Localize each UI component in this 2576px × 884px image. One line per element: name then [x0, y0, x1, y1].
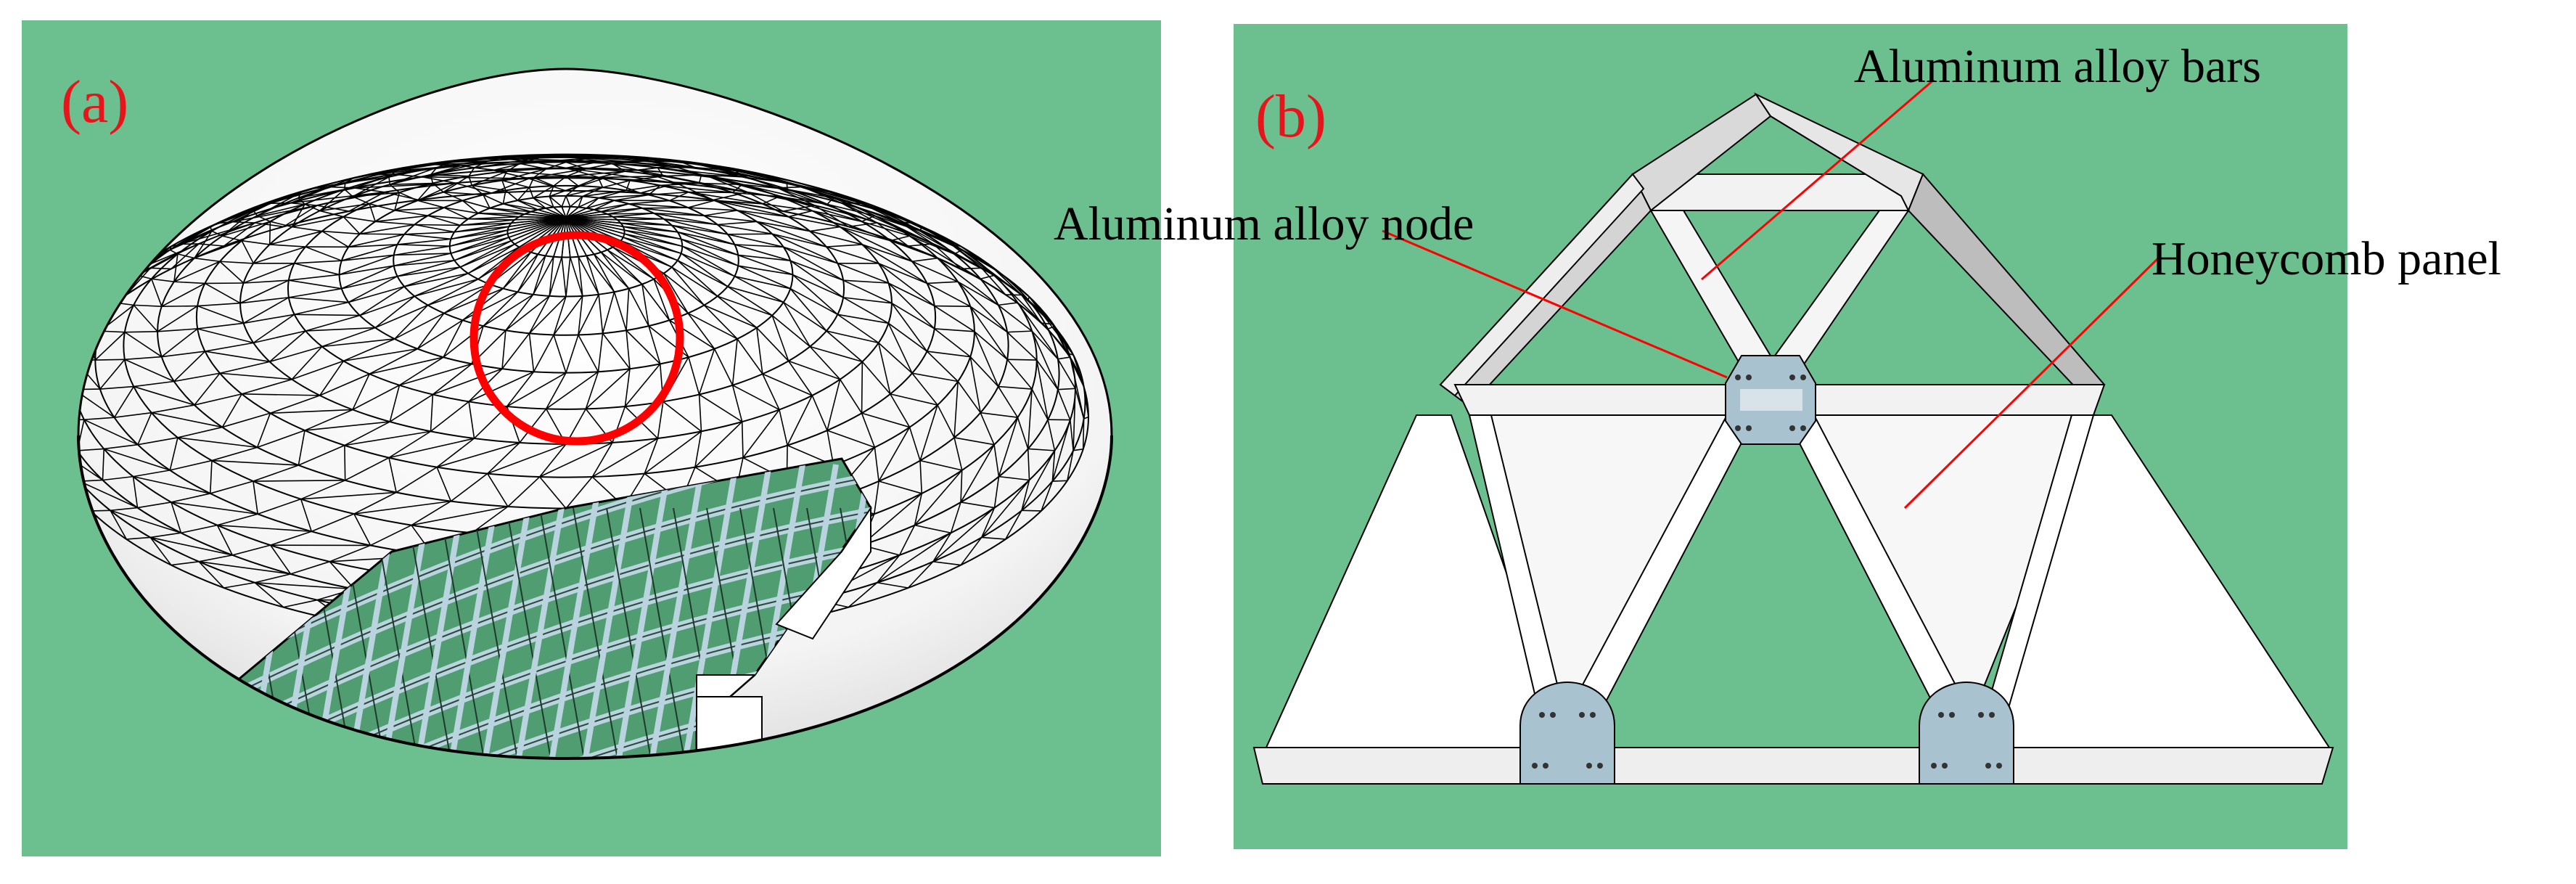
aluminum-alloy-bar [1254, 748, 2333, 784]
panel-a: (a) [22, 20, 1161, 880]
dome-strut [935, 306, 970, 307]
panel-b: (b) Aluminum alloy bars Aluminum alloy n… [1054, 24, 2501, 849]
dome-strut [414, 224, 460, 225]
dome-strut [1052, 480, 1067, 481]
aluminum-alloy-node [1520, 682, 1615, 784]
dome-strut [162, 306, 197, 307]
dome-strut [1007, 359, 1037, 360]
dome-strut [1083, 419, 1084, 449]
dome-strut [1022, 510, 1041, 511]
panel-a-label: (a) [61, 68, 128, 136]
dome-strut [271, 203, 291, 204]
panel-b-label: (b) [1255, 83, 1326, 150]
dome-strut [95, 359, 125, 360]
callout-honeycomb-panel: Honeycomb panel [2152, 232, 2501, 285]
aluminum-alloy-node [1919, 682, 2014, 784]
aluminum-alloy-node [1726, 356, 1816, 444]
callout-aluminum-alloy-bars: Aluminum alloy bars [1854, 40, 2261, 93]
callout-aluminum-alloy-node: Aluminum alloy node [1054, 197, 1474, 250]
dome-strut [842, 203, 862, 204]
dome-strut [961, 268, 982, 269]
dome-strut [1083, 385, 1084, 387]
dome-strut [862, 361, 863, 413]
dome-strut [150, 268, 171, 269]
